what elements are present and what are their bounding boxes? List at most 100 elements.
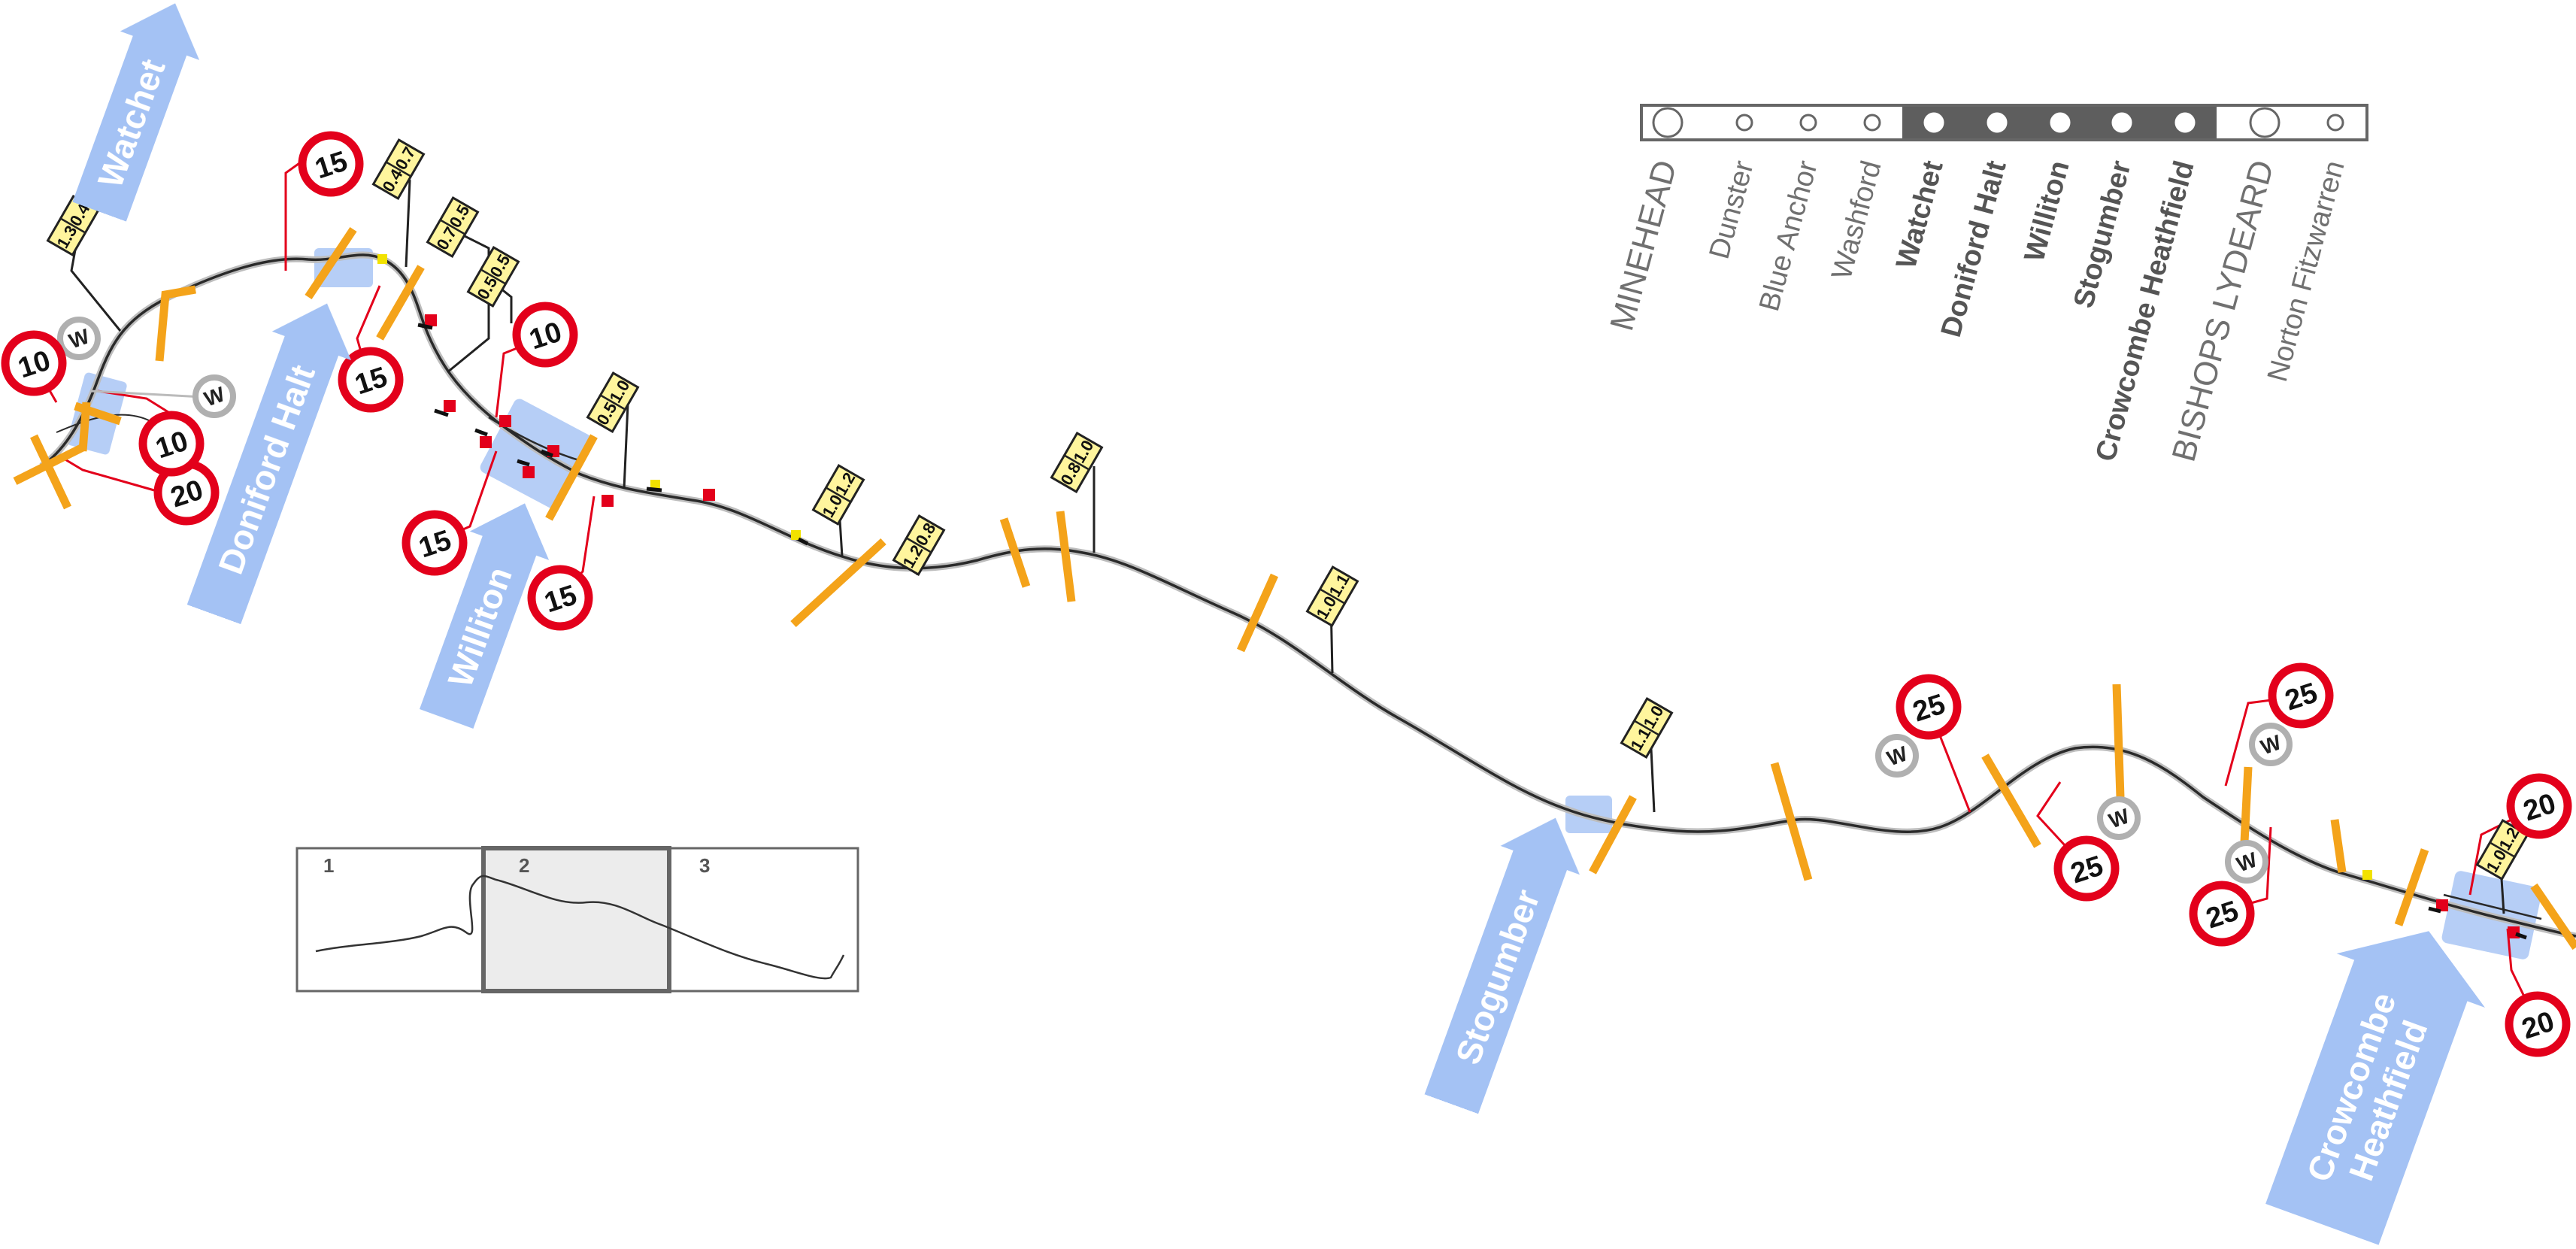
legend-station-dot [1652,107,1683,138]
gradient-divider [1319,588,1346,605]
legend-station-dot [2249,107,2281,138]
speed-limit-sign: 15 [298,131,364,197]
doniford-arrow [186,303,352,625]
legend-station-dot [2174,112,2196,133]
watchet-arrow [72,3,200,222]
station-doniford[interactable]: Doniford Halt [174,289,367,629]
speed-limit-sign: 10 [512,302,578,368]
gradient-divider [1063,454,1090,471]
speed-limit-sign: 25 [2053,835,2120,902]
speed-limit-ring [2505,991,2571,1057]
overview-inset: 1 2 3 [295,846,859,993]
inset-section-3[interactable]: 3 [699,854,710,877]
legend-station-dot [1735,114,1753,132]
speed-limit-sign: 20 [2506,773,2572,839]
signal-posts [417,323,2527,940]
williton-arrow [419,503,550,729]
whistle-board: W [1875,734,1919,778]
speed-limit-sign: 20 [153,459,220,526]
whistle-ring [57,317,101,360]
inset-section-1[interactable]: 1 [323,854,334,877]
whistle-board: W [2249,723,2293,766]
speed-limit-ring [338,347,404,413]
gradient-post: 0.81.0 [1050,432,1104,493]
legend-station-dot [2050,112,2071,133]
gradient-divider [385,161,412,177]
legend-station-dot [2326,114,2344,132]
crowcombe-loop [2443,893,2542,920]
whistle-board: W [57,317,101,360]
speed-limit-sign: 15 [402,510,468,576]
station-stogumber[interactable]: Stogumber [1412,804,1596,1119]
legend-station-dot [1799,114,1817,132]
speed-limit-ring [298,131,364,197]
station-watchet[interactable]: Watchet [59,0,214,226]
speed-limit-ring [138,411,205,477]
legend-station-dot [1923,112,1944,133]
station-arrows: Watchet Doniford Halt Williton Stogumber… [59,0,2503,1249]
whistle-board: W [2225,840,2268,884]
stogumber-arrow [1424,817,1580,1114]
legend-station-name: Blue Anchor [1753,157,1824,314]
yellow-signals [377,254,2372,880]
speed-limit-ring [1,330,67,396]
gradient-post: 1.01.2 [811,464,865,526]
gradient-post: 1.20.8 [892,514,946,576]
speed-limit-sign: 10 [1,330,67,396]
legend-station-name: Stogumber [2068,157,2138,311]
legend-station-name: Washford [1826,157,1887,283]
whistle-ring [2097,796,2141,840]
inset-section-2[interactable]: 2 [519,854,529,877]
whistle-boards: W W W W W W [57,317,2293,884]
speed-limit-sign: 25 [2189,881,2255,947]
whistle-board: W [2097,796,2141,840]
signals [377,254,2527,940]
gradient-post: 0.51.0 [586,371,640,433]
gradient-divider [825,487,852,503]
legend-station-dot [1987,112,2008,133]
station-crowcombe[interactable]: Crowcombe Heathfield [2248,904,2503,1249]
gradient-post: 0.70.5 [426,196,480,258]
whistle-board: W [192,374,236,418]
legend-bar [1640,104,2368,141]
legend-station-name: Watchet [1890,157,1950,272]
legend-station-dot [1863,114,1881,132]
gradient-divider [480,268,507,285]
gradient-post: 0.50.5 [466,246,520,308]
speed-limit-sign: 25 [2268,662,2334,729]
speed-limit-ring [2189,881,2255,947]
legend-station-name: Doniford Halt [1935,157,2013,341]
whistle-ring [1875,734,1919,778]
speed-limit-sign: 25 [1896,674,1962,740]
legend-station-dot [2111,112,2132,133]
speed-limit-ring [512,302,578,368]
gradient-divider [439,219,466,235]
speed-limit-ring [2506,773,2572,839]
speed-limit-ring [527,565,593,631]
inset-route-line [315,875,845,980]
legend-station-name: MINEHEAD [1603,156,1683,335]
speed-limit-sign: 15 [527,565,593,631]
speed-limit-sign: 10 [138,411,205,477]
williton-loop [488,416,580,462]
speed-limit-sign: 20 [2505,991,2571,1057]
gradient-divider [59,217,86,234]
gradient-post: 0.40.7 [371,138,426,200]
gradient-divider [2489,841,2516,858]
gradient-divider [905,537,932,553]
speed-limit-ring [1896,674,1962,740]
gradient-posts: 1.30.40.40.70.70.50.50.50.51.01.01.21.20… [46,138,2529,881]
inset-active-section[interactable] [481,846,671,993]
gradient-post: 1.01.1 [1305,565,1359,627]
gradient-post: 1.11.0 [1620,697,1674,759]
boundary-markers [13,226,2576,950]
crowcombe-arrow [2265,931,2485,1245]
legend-station-name: Williton [2019,157,2076,265]
whistle-ring [2249,723,2293,766]
speed-limit-ring [2268,662,2334,729]
whistle-ring [2225,840,2268,884]
